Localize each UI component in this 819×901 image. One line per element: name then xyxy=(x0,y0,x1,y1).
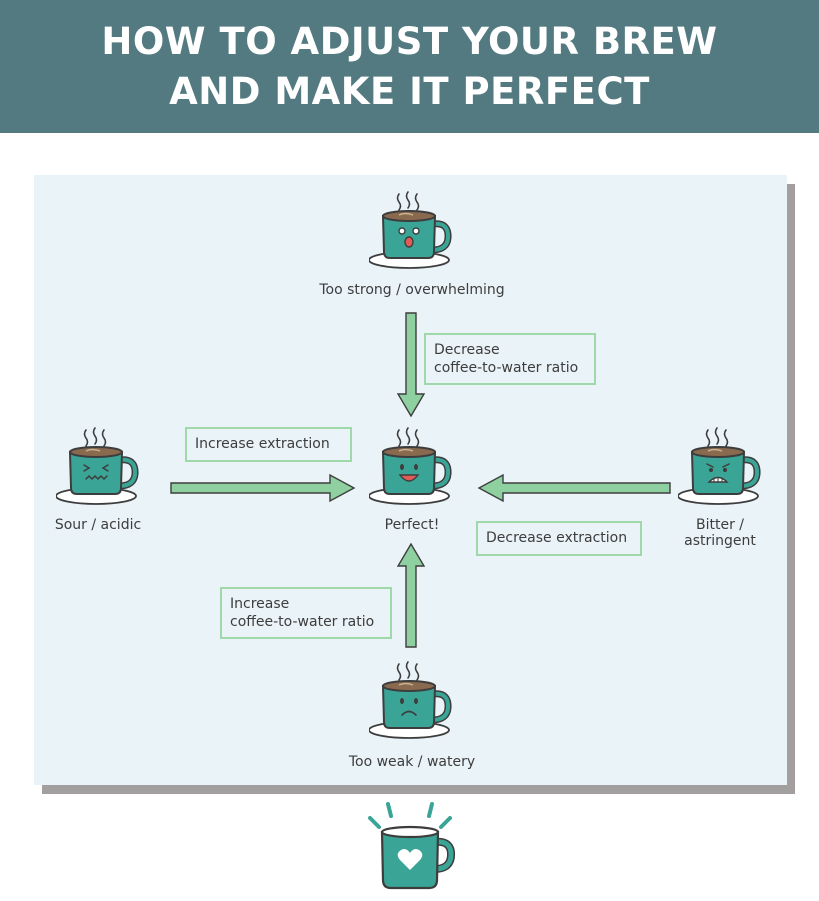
title-line-2: AND MAKE IT PERFECT xyxy=(169,69,650,113)
top-mug xyxy=(369,190,455,270)
arrow-up-bottom xyxy=(396,542,426,648)
action-top-line-2: coffee-to-water ratio xyxy=(434,360,579,376)
arrow-down-top xyxy=(396,312,426,418)
title-line-1: HOW TO ADJUST YOUR BREW xyxy=(101,19,718,63)
right-node-label-1: Bitter / xyxy=(695,517,744,533)
action-box-left: Increase extraction xyxy=(185,427,352,462)
left-node-label: Sour / acidic xyxy=(54,517,142,533)
bottom-node-label: Too weak / watery xyxy=(348,754,476,770)
center-mug xyxy=(369,426,455,506)
action-bottom-line-2: coffee-to-water ratio xyxy=(230,614,375,630)
right-mug xyxy=(678,426,764,506)
action-box-bottom: Increase coffee-to-water ratio xyxy=(220,587,392,639)
bottom-mug xyxy=(369,660,455,740)
smiling-face-icon xyxy=(398,464,420,482)
sad-face-icon xyxy=(400,698,418,716)
arrow-right-left xyxy=(170,473,356,503)
header-banner: HOW TO ADJUST YOUR BREW AND MAKE IT PERF… xyxy=(0,0,819,133)
top-node-label: Too strong / overwhelming xyxy=(319,282,505,298)
action-top-line-1: Decrease xyxy=(434,342,500,358)
heart-mug-icon xyxy=(368,802,456,890)
grimace-face-icon xyxy=(706,463,730,483)
left-mug xyxy=(56,426,142,506)
sour-face-icon xyxy=(83,464,109,481)
action-bottom-line-1: Increase xyxy=(230,596,290,612)
action-box-top: Decrease coffee-to-water ratio xyxy=(424,333,596,385)
right-node-label-2: astringent xyxy=(684,533,756,549)
action-box-right: Decrease extraction xyxy=(476,521,642,556)
arrow-left-right xyxy=(477,473,671,503)
action-left-text: Increase extraction xyxy=(195,436,330,452)
shocked-face-icon xyxy=(398,227,420,248)
action-right-text: Decrease extraction xyxy=(486,530,628,546)
center-node-label: Perfect! xyxy=(384,517,440,533)
